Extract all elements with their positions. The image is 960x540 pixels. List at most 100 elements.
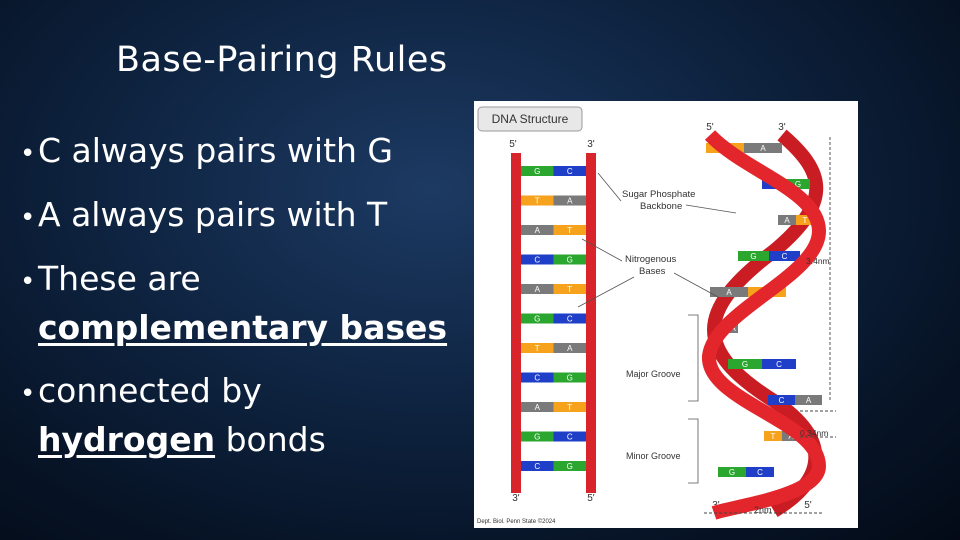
base-T [553, 402, 586, 412]
bonds-text: bonds [215, 420, 326, 459]
base-letter: C [567, 167, 573, 176]
base-letter: C [534, 462, 540, 471]
ladder-top-left-label: 5' [509, 139, 517, 150]
base-letter: A [726, 288, 732, 297]
base-T [553, 284, 586, 294]
base-letter: C [776, 360, 782, 369]
base-letter: G [567, 462, 573, 471]
base-letter: A [535, 226, 541, 235]
base-T [796, 215, 814, 225]
helix-top-right-label: 3' [778, 122, 786, 133]
bullet-marker: • [20, 379, 36, 409]
helix-strand-front [702, 130, 827, 520]
base-G [738, 251, 769, 261]
major-groove-bracket [688, 314, 699, 402]
backbone-label-line1: Sugar Phosphate [622, 189, 695, 200]
base-letter: G [534, 433, 540, 442]
base-G [553, 461, 586, 471]
base-letter: A [567, 344, 573, 353]
bullet-c-pairs-g: •C always pairs with G [20, 128, 393, 177]
base-G [553, 372, 586, 383]
bases-pointer-right [673, 272, 719, 298]
base-G [718, 467, 746, 477]
base-G [786, 179, 810, 189]
caption-box [477, 106, 583, 132]
width-label: 2nm [754, 505, 772, 515]
base-letter: G [534, 167, 540, 176]
base-A [553, 343, 586, 353]
base-G [553, 254, 586, 265]
bullet-text: C always pairs with G [38, 131, 394, 170]
base-letter: G [567, 256, 573, 265]
ladder-bottom-left-label: 3' [512, 493, 520, 504]
base-letter: T [567, 226, 572, 235]
base-letter: T [535, 197, 540, 206]
base-letter: C [567, 433, 573, 442]
base-letter: T [567, 285, 572, 294]
base-letter: A [760, 144, 766, 153]
base-letter: A [567, 197, 573, 206]
caption-text: DNA Structure [492, 112, 569, 126]
base-C [768, 395, 795, 405]
base-letter: G [742, 360, 748, 369]
base-A [795, 395, 822, 405]
base-A [744, 143, 782, 153]
base-letter: G [750, 252, 756, 261]
bases-pointer-lower [577, 276, 635, 308]
base-letter: A [535, 403, 541, 412]
base-C [521, 461, 554, 471]
pitch-label: 3.4nm [806, 256, 830, 266]
base-C [762, 359, 796, 369]
base-T [553, 225, 586, 235]
helix-top-left-label: 5' [706, 122, 714, 133]
base-letter: C [757, 468, 763, 477]
base-C [769, 251, 800, 261]
base-letter: T [567, 403, 572, 412]
bullet-text: connected by [38, 371, 262, 410]
base-A [521, 402, 554, 412]
base-letter: C [534, 374, 540, 383]
base-letter: A [535, 285, 541, 294]
bullet-hydrogen-bonds: •connected by hydrogen bonds [20, 368, 326, 463]
base-G [521, 313, 554, 324]
bases-label-line1: Nitrogenous [625, 254, 676, 265]
base-A [521, 225, 554, 235]
base-C [521, 372, 554, 383]
slide-title: Base-Pairing Rules [116, 40, 448, 80]
bullet-text: These are [38, 259, 201, 298]
base-letter: G [795, 180, 801, 189]
ladder-bottom-right-label: 5' [587, 493, 595, 504]
bases-label-line2: Bases [639, 266, 666, 277]
base-A [521, 284, 554, 294]
base-letter: A [806, 396, 812, 405]
bullet-marker: • [20, 267, 36, 297]
base-A [778, 215, 796, 225]
figure-credit: Dept. Biol. Penn State ©2024 [477, 518, 556, 525]
bullet-text: A always pairs with T [38, 195, 388, 234]
base-letter: T [803, 216, 808, 225]
backbone-label-line2: Backbone [640, 201, 682, 212]
base-G [728, 359, 762, 369]
backbone-pointer-right [685, 204, 737, 214]
base-C [746, 467, 774, 477]
bullet-marker: • [20, 203, 36, 233]
hydrogen-emphasis: hydrogen [38, 420, 216, 459]
base-A [710, 287, 748, 297]
base-letter: A [784, 216, 790, 225]
base-T [521, 343, 554, 353]
ladder-top-right-label: 3' [587, 139, 595, 150]
minor-groove-label: Minor Groove [626, 451, 681, 461]
base-letter: T [771, 432, 776, 441]
